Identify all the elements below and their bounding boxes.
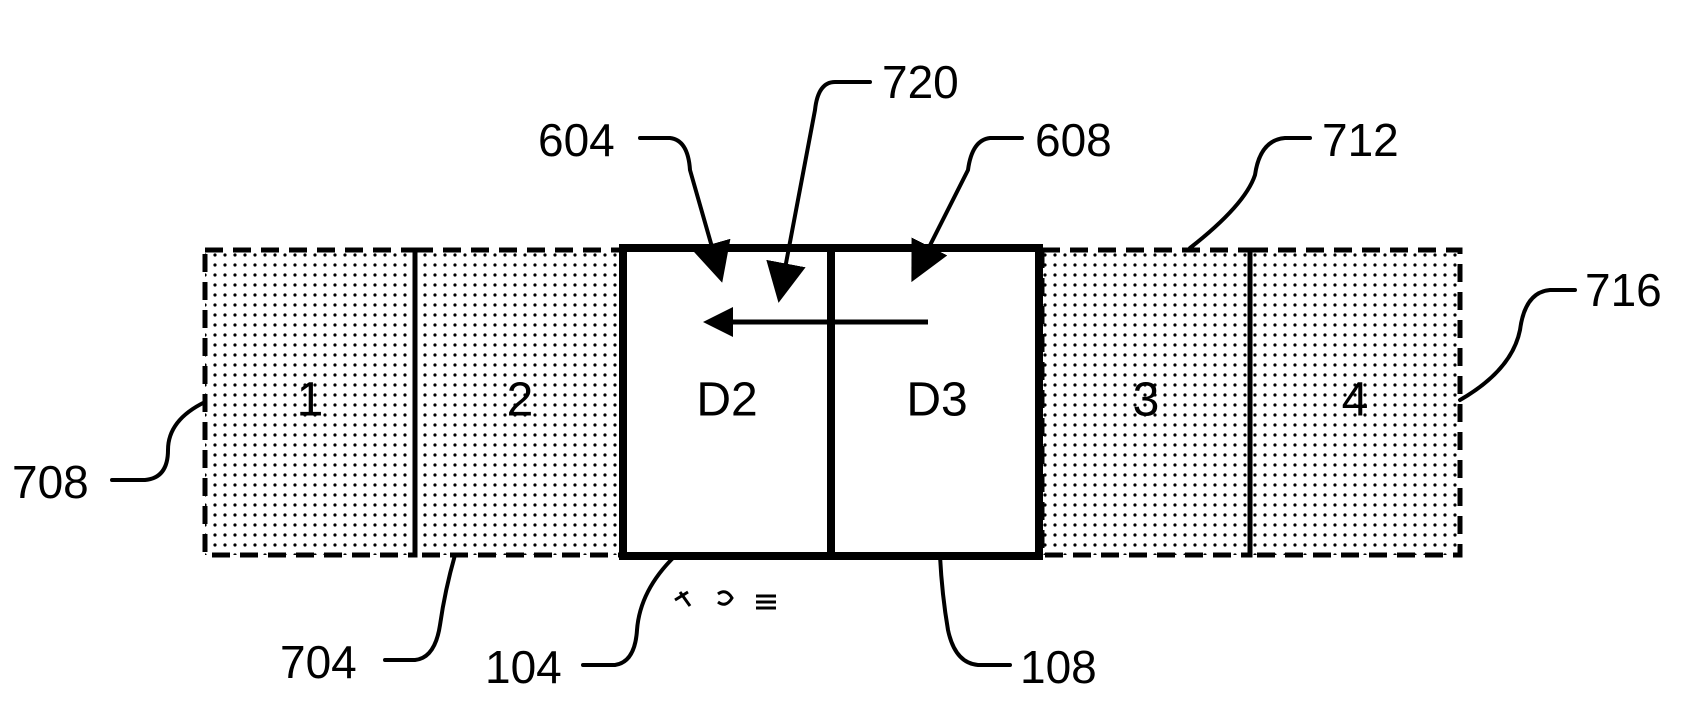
leader-708 [112, 402, 205, 480]
ref-712: 712 [1322, 114, 1399, 166]
ref-104: 104 [485, 641, 562, 693]
leader-704 [385, 555, 455, 660]
leader-716 [1460, 290, 1575, 400]
ref-608: 608 [1035, 114, 1112, 166]
ref-604: 604 [538, 114, 615, 166]
panel-label-d3: D3 [906, 374, 967, 427]
ref-716: 716 [1585, 264, 1662, 316]
ref-108: 108 [1020, 641, 1097, 693]
scan-artifact-marks [675, 592, 776, 608]
panel-label-1: 1 [297, 374, 324, 427]
leader-104 [583, 556, 675, 665]
panel-label-2: 2 [507, 374, 534, 427]
ref-708: 708 [12, 456, 89, 508]
ref-704: 704 [280, 636, 357, 688]
panel-label-4: 4 [1342, 374, 1369, 427]
ref-720: 720 [882, 56, 959, 108]
panel-label-3: 3 [1133, 374, 1160, 427]
leader-712 [1190, 138, 1310, 248]
panel-label-d2: D2 [696, 374, 757, 427]
leader-108 [940, 556, 1010, 665]
